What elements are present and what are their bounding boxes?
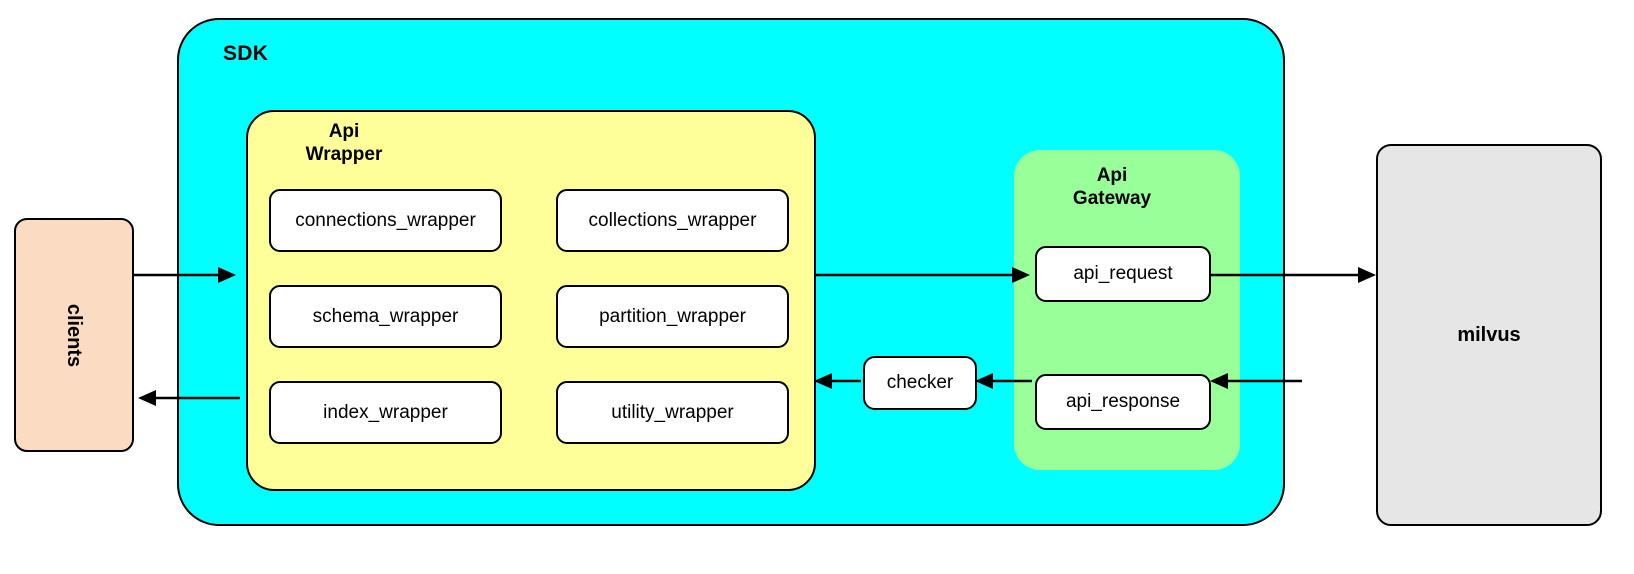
node-schema-wrapper[interactable]: schema_wrapper [269, 285, 502, 348]
node-api-response-label: api_response [1065, 391, 1181, 412]
milvus-box[interactable]: milvus [1376, 144, 1602, 526]
clients-label: clients [63, 303, 86, 367]
api-gateway-label-line1: Api [1096, 165, 1128, 186]
node-api-request[interactable]: api_request [1035, 246, 1211, 302]
checker-label: checker [886, 372, 954, 393]
api-wrapper-container[interactable]: Api Wrapper connections_wrapper collecti… [246, 110, 816, 491]
api-wrapper-label-line2: Wrapper [305, 144, 383, 166]
api-wrapper-label: Api Wrapper [264, 120, 424, 166]
node-utility-wrapper-label: utility_wrapper [611, 401, 734, 423]
clients-box[interactable]: clients [14, 218, 134, 452]
node-api-response[interactable]: api_response [1035, 374, 1211, 430]
node-connections-wrapper-label: connections_wrapper [295, 209, 476, 231]
node-partition-wrapper-label: partition_wrapper [599, 305, 746, 327]
sdk-container[interactable]: SDK Api Wrapper connections_wrapper coll… [177, 18, 1285, 526]
api-gateway-label: Api Gateway [1022, 164, 1202, 210]
node-connections-wrapper[interactable]: connections_wrapper [269, 189, 502, 252]
node-collections-wrapper[interactable]: collections_wrapper [556, 189, 789, 252]
node-collections-wrapper-label: collections_wrapper [588, 209, 757, 231]
node-index-wrapper[interactable]: index_wrapper [269, 381, 502, 444]
api-gateway-container[interactable]: Api Gateway api_request api_response [1014, 150, 1240, 470]
node-utility-wrapper[interactable]: utility_wrapper [556, 381, 789, 444]
sdk-label: SDK [223, 42, 269, 65]
checker-box[interactable]: checker [863, 356, 977, 410]
api-gateway-label-line2: Gateway [1072, 188, 1152, 210]
api-wrapper-label-line1: Api [328, 121, 360, 142]
node-partition-wrapper[interactable]: partition_wrapper [556, 285, 789, 348]
node-schema-wrapper-label: schema_wrapper [312, 305, 459, 327]
node-api-request-label: api_request [1073, 263, 1173, 284]
milvus-label: milvus [1457, 323, 1521, 346]
node-index-wrapper-label: index_wrapper [323, 401, 448, 423]
